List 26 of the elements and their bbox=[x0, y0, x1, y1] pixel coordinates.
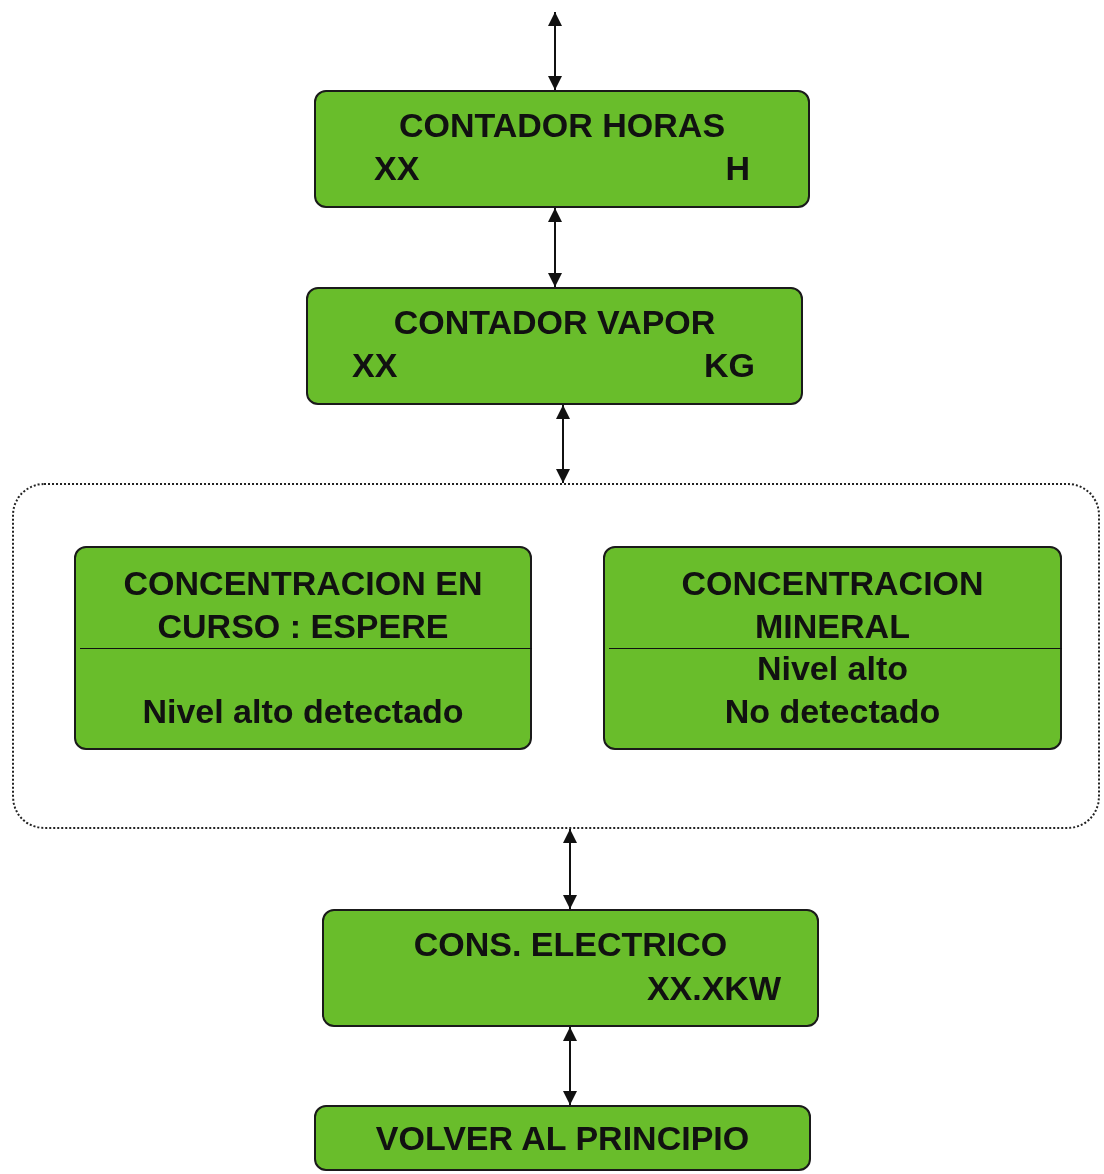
status-text: No detectado bbox=[723, 691, 942, 732]
double-arrow bbox=[548, 11, 562, 91]
double-arrow bbox=[548, 207, 562, 288]
display-screen-box bbox=[603, 546, 1062, 750]
unit-text: H bbox=[725, 148, 750, 189]
value-text: XX bbox=[352, 345, 398, 386]
double-arrow bbox=[556, 404, 570, 484]
title-text: VOLVER AL PRINCIPIO bbox=[374, 1118, 751, 1159]
display-screen-box bbox=[306, 287, 803, 405]
value-text: XX bbox=[374, 148, 420, 189]
status-text: Nivel alto detectado bbox=[141, 691, 465, 732]
display-screen-box bbox=[74, 546, 532, 750]
title-text: CONTADOR HORAS bbox=[397, 105, 727, 146]
title-text: CONCENTRACION MINERAL bbox=[680, 563, 985, 647]
title-text: CONTADOR VAPOR bbox=[392, 302, 717, 343]
title-text: CONS. ELECTRICO bbox=[412, 924, 729, 965]
value-text: XX.XKW bbox=[646, 968, 781, 1009]
unit-text: KG bbox=[704, 345, 755, 386]
title-text: CONCENTRACION EN CURSO : ESPERE bbox=[122, 563, 484, 647]
display-screen-box bbox=[322, 909, 819, 1027]
double-arrow bbox=[563, 828, 577, 910]
display-screen-box bbox=[314, 1105, 811, 1171]
status-text: Nivel alto bbox=[755, 648, 910, 689]
double-arrow bbox=[563, 1026, 577, 1106]
group-frame bbox=[12, 483, 1100, 829]
display-screen-box bbox=[314, 90, 810, 208]
